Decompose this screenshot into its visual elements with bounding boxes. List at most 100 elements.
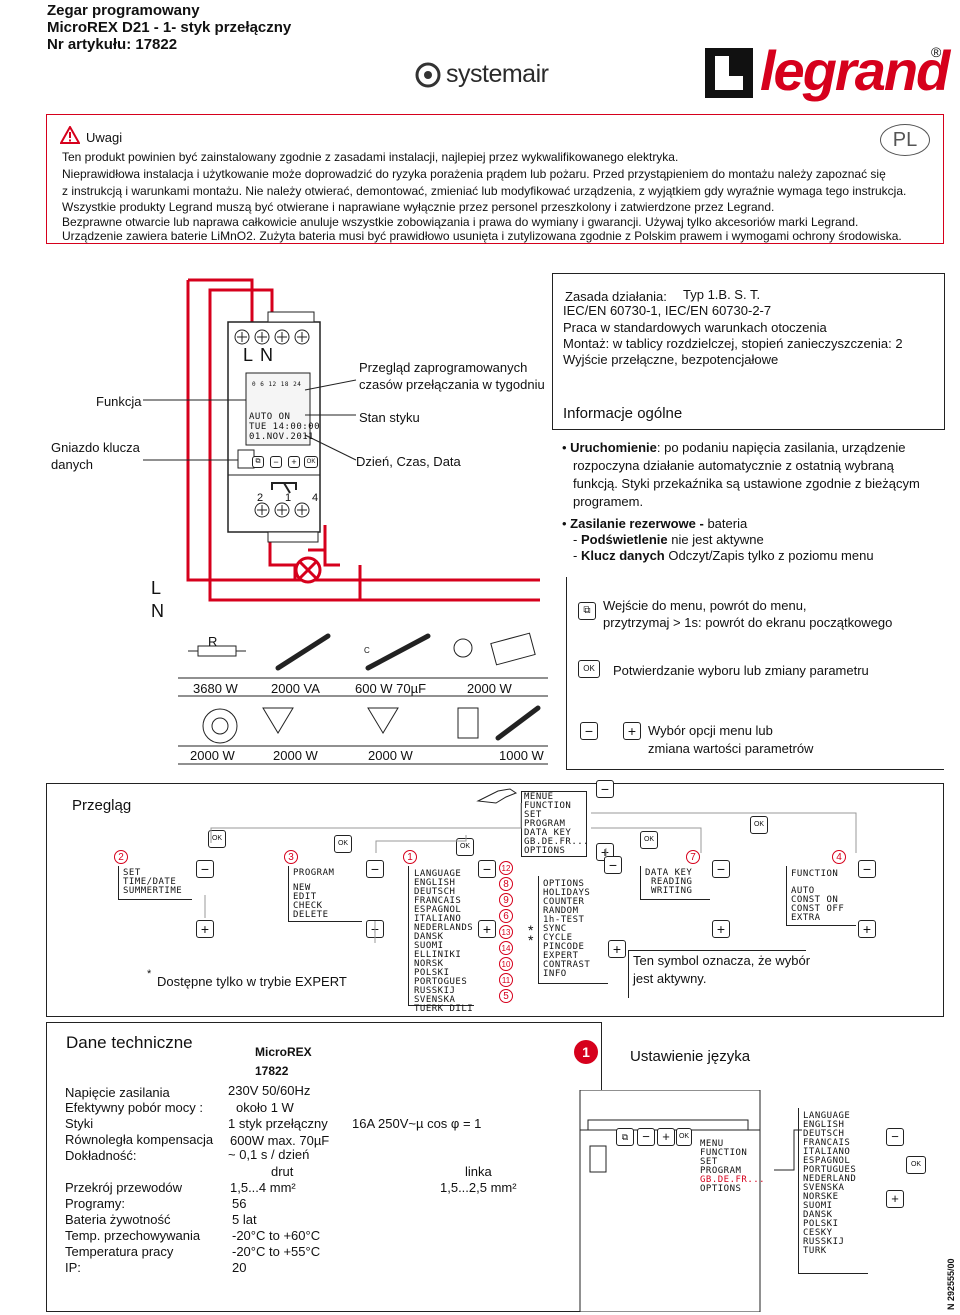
set-menu-list: SET TIME/DATE SUMMERTIME: [123, 869, 182, 896]
warning-box: [46, 114, 944, 244]
operating-principle-label: Zasada działania:: [565, 289, 667, 304]
menu-item: CONST ON: [791, 895, 839, 905]
lcd-line-1: AUTO ON: [249, 412, 291, 422]
ok-desc: Potwierdzanie wyboru lub zmiany parametr…: [613, 663, 869, 678]
menu-item: LANGUAGE: [414, 869, 462, 879]
tech-value: 20: [232, 1260, 247, 1275]
dash: -: [573, 532, 581, 547]
menu-item: DEUTSCH: [803, 1129, 845, 1139]
ok-button[interactable]: OK: [456, 838, 474, 856]
menu-item: SUOMI: [414, 941, 444, 951]
step-7: 7: [686, 850, 700, 864]
plus-button[interactable]: +: [478, 920, 496, 938]
title-line-1: Zegar programowany: [47, 2, 200, 19]
minus-button[interactable]: −: [858, 860, 876, 878]
operating-principle-value: Typ 1.B. S. T.: [683, 287, 761, 302]
minus-button[interactable]: −: [604, 856, 622, 874]
device-plus-button[interactable]: +: [288, 456, 300, 468]
function-menu-screen: [786, 866, 856, 926]
ok-button[interactable]: OK: [906, 1156, 926, 1174]
device-ok-button[interactable]: OK: [304, 456, 318, 468]
minus-button[interactable]: −: [366, 860, 384, 878]
line-N: N: [151, 601, 164, 621]
datakey-line: - Klucz danych Odczyt/Zapis tylko z pozi…: [573, 548, 874, 563]
datakey-bold: Klucz danych: [580, 548, 665, 563]
plus-button[interactable]: +: [608, 940, 626, 958]
terminal-1: 1: [285, 492, 292, 504]
tech-key: Napięcie zasilania: [65, 1085, 170, 1100]
menu-item: PORTOGUES: [414, 977, 468, 987]
menu-item: OPTIONS: [524, 846, 566, 856]
check-note-1: Ten symbol oznacza, że wybór: [633, 953, 811, 968]
menu-item: CONST OFF: [791, 904, 845, 914]
warning-line: Nieprawidłowa instalacja i użytkowanie m…: [62, 167, 886, 181]
ok-button[interactable]: OK: [750, 816, 768, 834]
minus-button[interactable]: −: [712, 860, 730, 878]
tech-key: IP:: [65, 1260, 81, 1275]
device-menu-button[interactable]: ⧉: [252, 456, 264, 468]
tech-value: 1,5...4 mm²: [230, 1180, 296, 1195]
load-value: 2000 W: [368, 748, 413, 763]
plus-button-icon[interactable]: +: [623, 722, 641, 740]
device-minus-button[interactable]: −: [270, 456, 282, 468]
ok-button[interactable]: OK: [640, 831, 658, 849]
menu-item: SUOMI: [803, 1201, 833, 1211]
funkcja-label: Funkcja: [96, 394, 142, 409]
datakey-text: Odczyt/Zapis tylko z poziomu menu: [664, 548, 874, 563]
load-value: 2000 VA: [271, 681, 320, 696]
tech-key: Dokładność:: [65, 1148, 137, 1163]
load-value: 2000 W: [273, 748, 318, 763]
weekly-overview-label: Przegląd zaprogramowanych: [359, 360, 528, 375]
overview-title: Przegląg: [72, 797, 132, 814]
plus-button[interactable]: +: [712, 920, 730, 938]
ok-button-icon[interactable]: OK: [578, 660, 600, 678]
datakey-menu-list: DATA KEY READING WRITING: [645, 869, 692, 896]
menu-item: DEUTSCH: [414, 887, 456, 897]
step-8: 8: [499, 877, 513, 891]
tech-data-box: [46, 1022, 602, 1312]
warning-line: z instrukcją i warunkami montażu. Nie na…: [62, 184, 907, 198]
minus-button[interactable]: −: [886, 1128, 904, 1146]
menu-item: EXPERT: [543, 951, 579, 961]
bullet-backup: • Zasilanie rezerwowe - bateria: [562, 516, 748, 531]
plus-button[interactable]: +: [196, 920, 214, 938]
language-list-screen: [798, 1108, 868, 1274]
menu-item: COUNTER: [543, 897, 585, 907]
menu-button-icon[interactable]: ⧉: [578, 602, 596, 620]
datakey-menu-screen: [640, 866, 710, 900]
backup-bold: Zasilanie rezerwowe -: [570, 516, 704, 531]
ok-button[interactable]: OK: [334, 835, 352, 853]
menu-item: DATA KEY: [524, 828, 572, 838]
menu-item: PINCODE: [543, 942, 585, 952]
minus-button[interactable]: −: [637, 1128, 655, 1146]
wire-stranded-value: 1,5...2,5 mm²: [440, 1180, 517, 1195]
plusminus-desc-2: zmiana wartości parametrów: [648, 741, 814, 756]
title-line-3: Nr artykułu: 17822: [47, 36, 178, 53]
lcd-line-2: TUE 14:00:00: [249, 422, 321, 432]
step-10: 10: [499, 957, 513, 971]
minus-button[interactable]: −: [596, 780, 614, 798]
plus-button[interactable]: +: [858, 920, 876, 938]
minus-button[interactable]: −: [196, 860, 214, 878]
systemair-logo: [415, 62, 441, 91]
lcd-line-3: 01.NOV.2011: [249, 432, 315, 442]
minus-button[interactable]: −: [478, 860, 496, 878]
backup-text: bateria: [703, 516, 748, 531]
menu-item: CHECK: [293, 901, 323, 911]
menu-item: MENU: [700, 1139, 724, 1149]
plus-button[interactable]: +: [886, 1190, 904, 1208]
ok-button[interactable]: OK: [676, 1128, 692, 1146]
contacts-rating: 16A 250V~µ cos φ = 1: [352, 1116, 482, 1131]
startup-line-2: rozpoczyna działanie automatycznie z ost…: [573, 458, 894, 473]
menu-item: DANSK: [803, 1210, 833, 1220]
menu-item: TUERK DILI: [414, 1004, 474, 1014]
load-value: 2000 W: [467, 681, 512, 696]
ok-button[interactable]: OK: [208, 830, 226, 848]
language-menu-screen: [408, 866, 474, 1006]
check-note-2: jest aktywny.: [633, 971, 707, 986]
minus-button-icon[interactable]: −: [580, 722, 598, 740]
tech-key: Programy:: [65, 1196, 125, 1211]
menu-button[interactable]: ⧉: [616, 1128, 634, 1146]
bullet-startup: • Uruchomienie: po podaniu napięcia zasi…: [562, 440, 906, 455]
plus-button[interactable]: +: [657, 1128, 675, 1146]
